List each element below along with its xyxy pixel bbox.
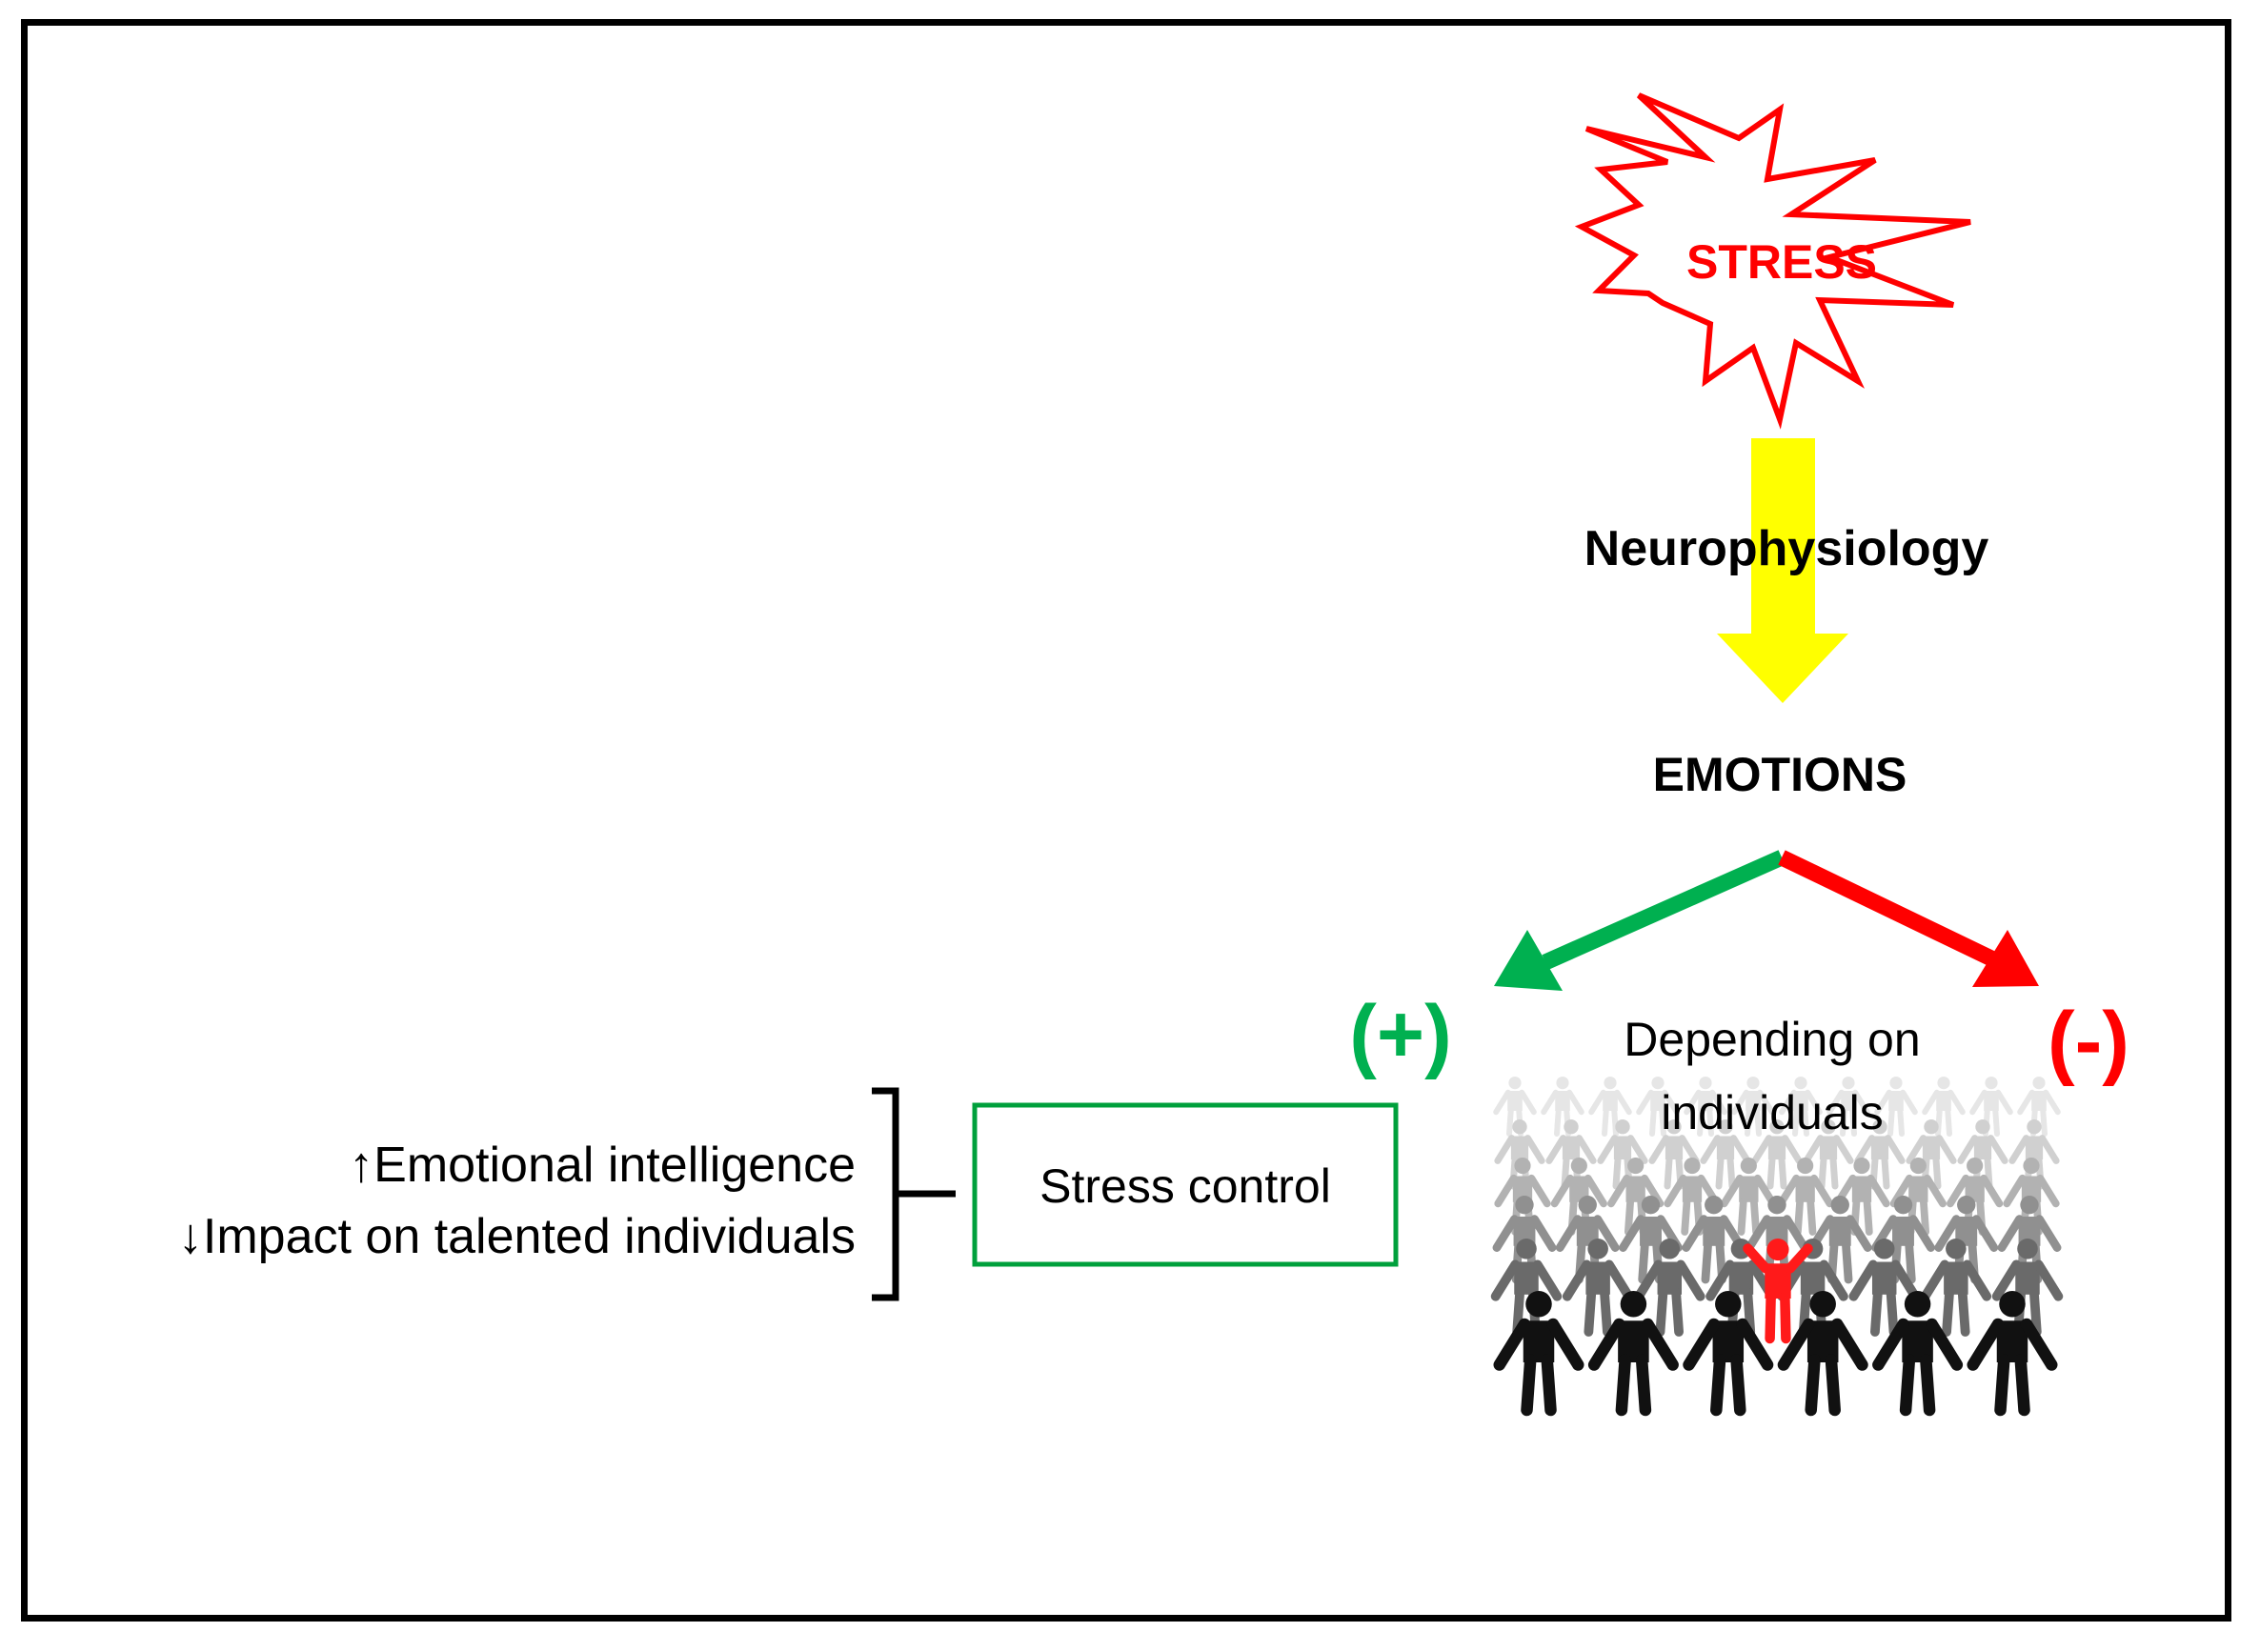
stress-label: STRESS xyxy=(1686,235,1877,289)
person-icon xyxy=(1848,1239,1920,1337)
crowd-of-people-icon xyxy=(1490,1077,2064,1417)
negative-branch-arrow xyxy=(1778,850,2039,987)
positive-sign: (+) xyxy=(1349,989,1452,1080)
neurophysiology-arrow xyxy=(1717,438,1848,703)
person-icon xyxy=(1587,1291,1679,1417)
person-icon xyxy=(1991,1239,2064,1337)
person-icon xyxy=(1700,1119,1751,1190)
effect-emotional-intelligence: ↑Emotional intelligence xyxy=(349,1138,856,1193)
emotions-label: EMOTIONS xyxy=(1653,748,1907,801)
person-icon xyxy=(1720,1158,1777,1236)
person-icon xyxy=(1493,1291,1584,1417)
person-icon xyxy=(1634,1239,1705,1337)
person-icon xyxy=(1562,1239,1634,1337)
person-icon xyxy=(1779,1077,1823,1137)
neurophysiology-label: Neurophysiology xyxy=(1584,521,1989,576)
stress-control-box xyxy=(972,1102,1399,1267)
person-icon xyxy=(1833,1158,1890,1236)
bracket xyxy=(872,1087,956,1301)
person-icon xyxy=(1490,1239,1563,1337)
highlighted-person-icon xyxy=(1743,1239,1813,1344)
positive-branch-arrow xyxy=(1494,850,1786,991)
person-icon xyxy=(1607,1158,1665,1236)
person-icon xyxy=(1906,1119,1957,1190)
person-icon xyxy=(1751,1119,1803,1190)
person-icon xyxy=(1636,1077,1680,1137)
person-icon xyxy=(1969,1077,2013,1137)
person-icon xyxy=(1803,1119,1854,1190)
person-icon xyxy=(1731,1077,1775,1137)
person-icon xyxy=(1874,1077,1918,1137)
diagram-frame xyxy=(21,19,2231,1622)
person-icon xyxy=(1889,1158,1947,1236)
crowd-caption-line2: individuals xyxy=(1661,1086,1883,1139)
person-icon xyxy=(1777,1291,1868,1417)
person-icon xyxy=(1922,1077,1966,1137)
person-icon xyxy=(1684,1077,1727,1137)
person-icon xyxy=(1826,1077,1870,1137)
person-icon xyxy=(1967,1291,2058,1417)
person-icon xyxy=(1588,1077,1632,1137)
person-icon xyxy=(1872,1291,1964,1417)
person-icon xyxy=(1683,1291,1774,1417)
person-icon xyxy=(1920,1239,1992,1337)
crowd-caption-line1: Depending on xyxy=(1624,1013,1920,1066)
negative-sign: (-) xyxy=(2048,996,2129,1087)
stress-starburst xyxy=(1574,92,1971,430)
effect-impact-talented: ↓Impact on talented individuals xyxy=(178,1209,856,1264)
person-icon xyxy=(1550,1158,1607,1236)
stress-control-label: Stress control xyxy=(1039,1159,1331,1213)
